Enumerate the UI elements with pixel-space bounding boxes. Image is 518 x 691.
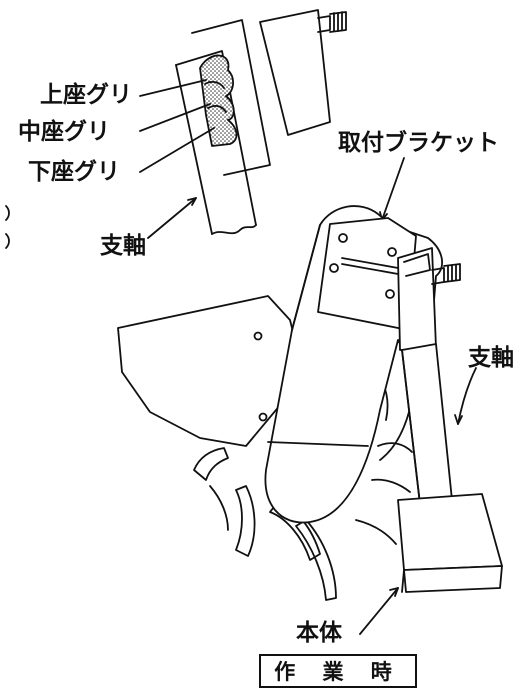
label-middle-counterbore: 中座グリ	[18, 119, 110, 145]
leader-upper	[139, 79, 207, 97]
leader-lower	[139, 127, 215, 173]
leader-main-body	[359, 587, 399, 635]
label-mounting-bracket: 取付ブラケット	[338, 130, 499, 156]
label-upper-counterbore: 上座グリ	[40, 82, 132, 108]
leader-shaft-left	[147, 197, 197, 239]
counterbore-holes	[199, 54, 238, 147]
label-shaft-left: 支軸	[100, 233, 146, 259]
caption-box: 作 業 時	[259, 654, 417, 688]
main-body-box	[397, 493, 503, 593]
label-shaft-right: 支軸	[468, 345, 514, 371]
label-lower-counterbore: 下座グリ	[28, 159, 120, 185]
leader-bracket	[381, 157, 405, 221]
detail-shaft	[175, 9, 347, 235]
leader-middle	[139, 103, 211, 132]
leader-shaft-right	[457, 367, 477, 425]
caption-text: 作 業 時	[274, 660, 402, 684]
label-main-body: 本体	[296, 620, 342, 646]
right-shaft	[397, 247, 461, 505]
